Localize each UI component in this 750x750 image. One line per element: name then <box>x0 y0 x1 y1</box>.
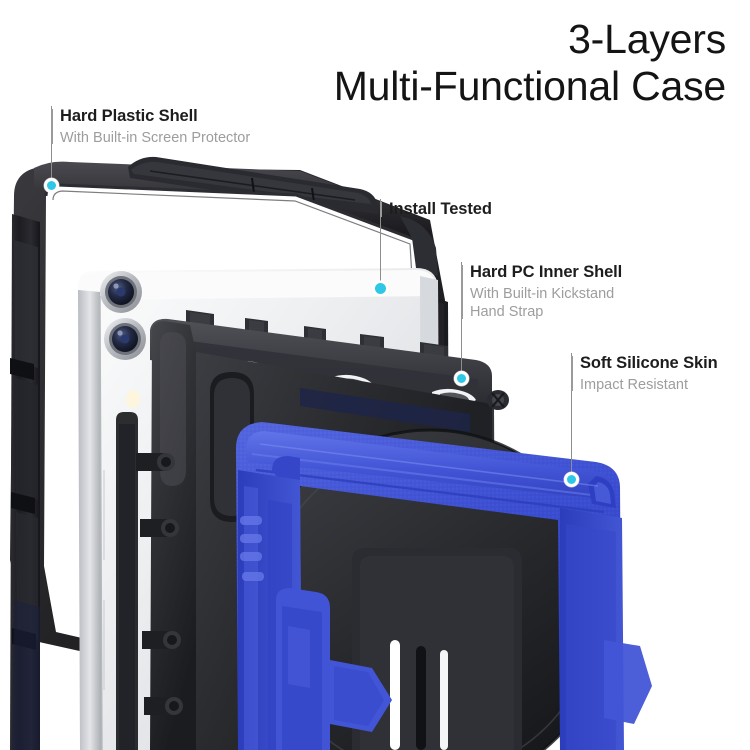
callout-subtitle: With Built-in Screen Protector <box>60 129 250 148</box>
callout-subtitle: Impact Resistant <box>580 376 718 395</box>
callout-soft-silicone-skin: Soft Silicone Skin Impact Resistant <box>571 353 718 394</box>
page-title-line-2: Multi-Functional Case <box>333 62 726 109</box>
callout-rule <box>51 109 53 145</box>
page-title: 3-Layers Multi-Functional Case <box>334 16 726 109</box>
callout-hard-pc-inner-shell: Hard PC Inner Shell With Built-in Kickst… <box>461 262 622 322</box>
leader-line-install-tested <box>380 199 382 287</box>
tablet-camera-module <box>100 271 146 360</box>
callout-title: Hard PC Inner Shell <box>470 263 623 281</box>
callout-install-tested: Install Tested <box>380 199 492 220</box>
callout-title: Soft Silicone Skin <box>580 354 718 372</box>
callout-subtitle: With Built-in Kickstand Hand Strap <box>470 285 622 322</box>
callout-title: Hard Plastic Shell <box>60 107 198 125</box>
pc-shell-hinge-posts <box>136 453 183 715</box>
callout-rule <box>571 356 573 392</box>
marker-hard-plastic-shell <box>44 178 59 193</box>
callout-subtitle-line: Hand Strap <box>470 304 544 321</box>
marker-hard-pc-inner-shell <box>454 371 469 386</box>
callout-subtitle-line: With Built-in Kickstand <box>470 285 615 302</box>
callout-rule <box>461 265 463 319</box>
callout-hard-plastic-shell: Hard Plastic Shell With Built-in Screen … <box>51 106 250 147</box>
marker-install-tested <box>373 281 388 296</box>
callout-subtitle-line: Impact Resistant <box>580 376 688 393</box>
silicone-grip-ridges <box>240 516 264 581</box>
callout-subtitle-line: With Built-in Screen Protector <box>60 129 251 146</box>
leader-line-soft-silicone-skin <box>571 353 573 479</box>
marker-soft-silicone-skin <box>564 472 579 487</box>
callout-title: Install Tested <box>389 200 492 218</box>
leader-line-hard-pc-inner-shell <box>461 262 463 378</box>
callout-rule <box>380 202 382 217</box>
layer-soft-silicone-skin <box>236 422 652 750</box>
page-title-line-1: 3-Layers <box>568 16 726 62</box>
